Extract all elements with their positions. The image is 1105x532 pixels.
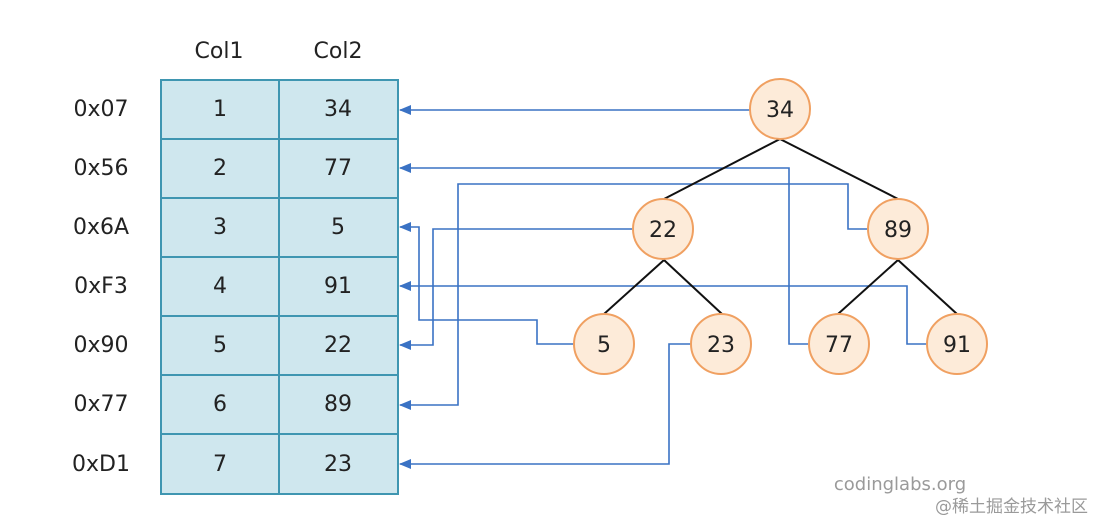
cell-r7-c2 (278, 433, 399, 495)
edge-22-5 (603, 259, 665, 315)
tree-node-22 (632, 198, 694, 260)
edge-89-91 (897, 259, 958, 315)
cell-value: 77 (324, 156, 352, 181)
row-address: 0xF3 (74, 274, 128, 299)
edge-34-89 (779, 138, 899, 200)
cell-value: 34 (324, 97, 352, 122)
col2-header: Col2 (314, 39, 363, 64)
cell-value: 3 (213, 215, 227, 240)
cell-r5-c2 (278, 315, 399, 376)
cell-r2-c2 (278, 138, 399, 199)
row-address: 0xD1 (72, 452, 130, 477)
arrow-22-to-0x90 (399, 228, 632, 350)
arrow-91-to-0xF3 (399, 281, 927, 345)
node-label: 77 (825, 333, 853, 358)
arrow-5-to-0x6A (399, 222, 573, 345)
node-label: 34 (766, 98, 794, 123)
cell-value: 91 (324, 274, 352, 299)
table-text: 0x07 1 34 0x56 2 77 0x6A 3 5 0xF3 4 91 0… (72, 97, 352, 477)
row-address: 0x6A (73, 215, 129, 240)
tree-edges (603, 138, 958, 315)
cell-r1-c2 (278, 79, 399, 140)
col1-header: Col1 (195, 39, 244, 64)
cell-r3-c2 (278, 197, 399, 258)
cell-value: 22 (324, 333, 352, 358)
node-label: 89 (884, 218, 912, 243)
node-label: 23 (707, 333, 735, 358)
cell-value: 4 (213, 274, 227, 299)
arrow-77-to-0x56 (399, 163, 809, 345)
credit-watermark: @稀土掘金技术社区 (935, 497, 1088, 517)
tree-node-77 (808, 313, 870, 375)
cell-value: 1 (213, 97, 227, 122)
tree-node-34 (749, 78, 811, 140)
edge-89-77 (837, 259, 899, 315)
cell-value: 89 (324, 392, 352, 417)
node-label: 91 (943, 333, 971, 358)
node-label: 22 (649, 218, 677, 243)
tree-node-89 (867, 198, 929, 260)
edge-34-22 (663, 138, 781, 200)
tree-nodes (573, 78, 988, 375)
row-address: 0x90 (73, 333, 128, 358)
table-cells (160, 79, 399, 495)
cell-value: 7 (213, 452, 227, 477)
cell-value: 23 (324, 452, 352, 477)
tree-node-91 (926, 313, 988, 375)
cell-r4-c2 (278, 256, 399, 317)
cell-value: 2 (213, 156, 227, 181)
row-address: 0x77 (73, 392, 128, 417)
row-address: 0x07 (73, 97, 128, 122)
node-label: 5 (597, 333, 611, 358)
edge-22-23 (663, 259, 723, 315)
arrow-89-to-0x77 (399, 183, 867, 410)
site-watermark: codinglabs.org (834, 474, 966, 495)
tree-node-23 (690, 313, 752, 375)
tree-node-5 (573, 313, 635, 375)
arrow-23-to-0xD1 (399, 343, 691, 469)
cell-value: 6 (213, 392, 227, 417)
cell-value: 5 (213, 333, 227, 358)
row-address: 0x56 (73, 156, 128, 181)
tree-node-labels: 34 22 89 5 23 77 91 (597, 98, 971, 358)
pointer-arrows (399, 105, 927, 469)
cell-r7-c1 (160, 433, 280, 495)
cell-r1-c1 (160, 79, 280, 140)
cell-r6-c2 (278, 374, 399, 435)
cell-value: 5 (331, 215, 345, 240)
